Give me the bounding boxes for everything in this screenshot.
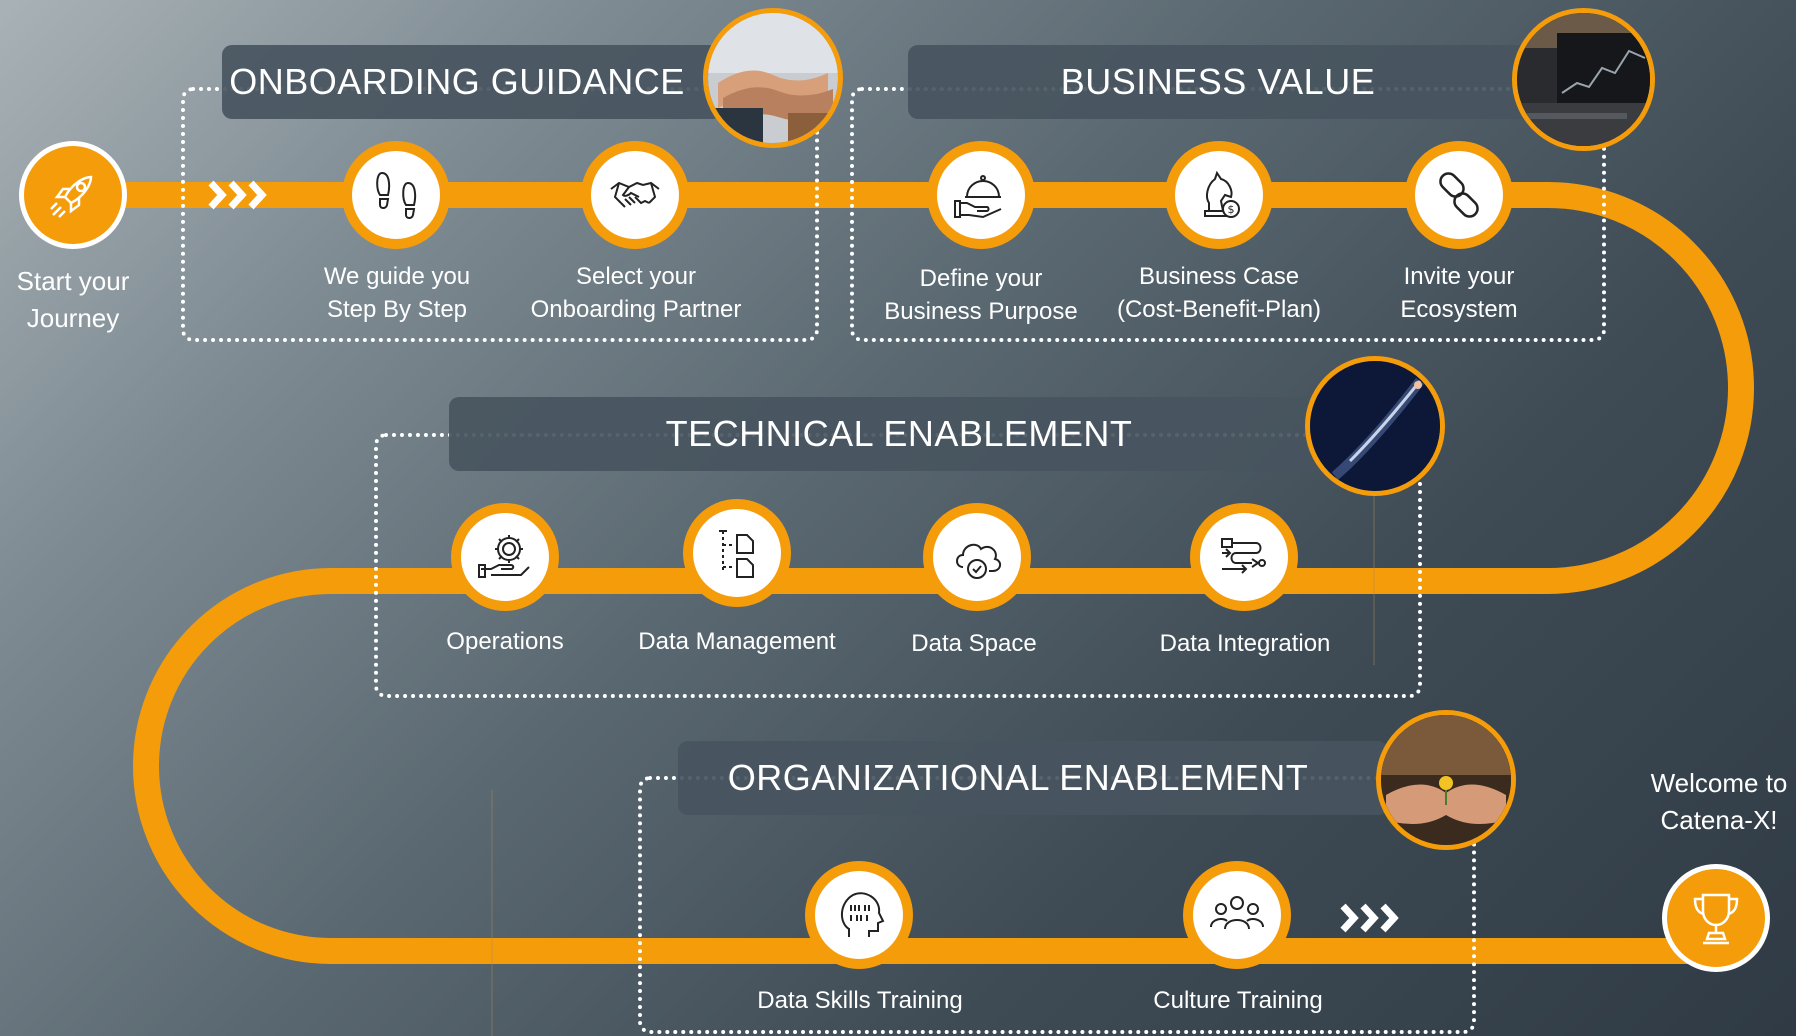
integration-flow-icon	[1221, 538, 1266, 574]
gear-hand-icon	[478, 535, 530, 578]
finish-node	[1662, 864, 1770, 972]
step-we-guide-you-label: We guide you Step By Step	[323, 263, 471, 323]
chess-knight-icon: $	[1204, 170, 1240, 218]
step-business-case-label: Business Case (Cost-Benefit-Plan)	[1116, 263, 1322, 323]
step-select-partner-label: Select your Onboarding Partner	[530, 263, 742, 323]
step-business-case: $	[1165, 141, 1273, 249]
step-data-management	[683, 499, 791, 607]
step-data-management-label: Data Management	[638, 628, 836, 655]
step-define-purpose	[927, 141, 1035, 249]
step-culture-training	[1183, 861, 1291, 969]
rocket-launch-photo	[1305, 356, 1445, 496]
chevrons-icon	[1340, 903, 1399, 933]
step-data-space	[923, 503, 1031, 611]
trophy-icon	[1693, 893, 1739, 945]
finish-label: Welcome to Catena-X!	[1650, 768, 1788, 835]
head-data-icon	[841, 892, 885, 937]
step-operations	[451, 503, 559, 611]
step-we-guide-you	[342, 141, 450, 249]
step-data-space-label: Data Space	[911, 630, 1037, 657]
business-title: BUSINESS VALUE	[908, 45, 1558, 119]
chevrons-icon	[208, 180, 267, 210]
technical-title: TECHNICAL ENABLEMENT	[449, 397, 1349, 471]
step-invite-ecosystem	[1405, 141, 1513, 249]
step-data-integration	[1190, 503, 1298, 611]
onboarding-title: ONBOARDING GUIDANCE	[222, 45, 722, 119]
team-icon	[1210, 896, 1264, 930]
rocket-icon	[50, 175, 93, 218]
cloud-check-icon	[956, 543, 1001, 579]
organizational-title: ORGANIZATIONAL ENABLEMENT	[678, 741, 1388, 815]
footprints-icon	[376, 171, 417, 219]
documents-icon	[719, 530, 754, 578]
hands-flower-photo	[1376, 710, 1516, 850]
step-data-skills-training-label: Data Skills Training	[757, 987, 963, 1014]
start-node	[19, 141, 127, 249]
step-data-skills-training	[805, 861, 913, 969]
step-select-partner	[581, 141, 689, 249]
svg-text:$: $	[1228, 203, 1235, 216]
start-label: Start your Journey	[16, 266, 130, 333]
link-icon	[1439, 172, 1479, 218]
step-operations-label: Operations	[446, 628, 564, 655]
hands-teamwork-photo	[703, 8, 843, 148]
laptop-chart-photo	[1512, 8, 1655, 151]
step-culture-training-label: Culture Training	[1153, 987, 1323, 1014]
step-define-purpose-label: Define your Business Purpose	[884, 265, 1078, 325]
step-invite-ecosystem-label: Invite your Ecosystem	[1400, 263, 1518, 323]
handshake-icon	[610, 181, 660, 208]
service-tray-icon	[954, 175, 1002, 219]
step-data-integration-label: Data Integration	[1159, 630, 1331, 657]
